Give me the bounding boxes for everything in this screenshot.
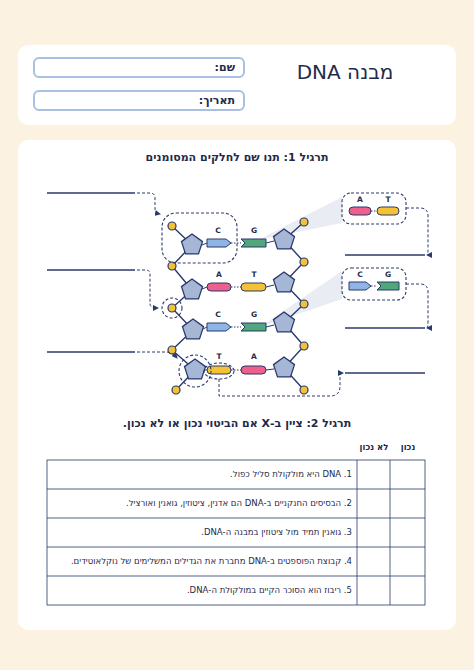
base-letter: A xyxy=(247,352,261,363)
hydrogen-bond xyxy=(231,211,377,370)
base-letter: G xyxy=(381,270,395,281)
text-run: A xyxy=(216,271,222,280)
deoxyribose-sugar xyxy=(182,229,295,379)
base-link xyxy=(202,241,274,370)
answer-line xyxy=(47,193,425,373)
text-run: G xyxy=(251,311,257,320)
base-letter: T xyxy=(212,352,226,363)
base-letter: C xyxy=(211,310,225,321)
text-run: G xyxy=(385,271,391,280)
text-run: 4. קבוצת הפוספטים ב-DNA מחברת את הגדילים… xyxy=(71,557,352,567)
exercise-heading: תרגיל 2: ציין ב-X אם הביטוי נכון או לא נ… xyxy=(47,416,427,432)
leader-arrow xyxy=(137,193,428,396)
base-letter: G xyxy=(247,310,261,321)
base-letter: G xyxy=(247,226,261,237)
text-run: 2. הבסיסים החנקניים ב-DNA הם אדנין, ציטו… xyxy=(126,499,352,509)
statement-text: 4. קבוצת הפוספטים ב-DNA מחברת את הגדילים… xyxy=(52,547,352,576)
column-header: נכון xyxy=(392,441,424,455)
exercise-card xyxy=(18,140,456,630)
statement-text: 5. ריבוז הוא הסוכר הקיים במולקולת ה-DNA. xyxy=(52,576,352,605)
text-run: A xyxy=(357,196,363,205)
base-letter: A xyxy=(212,270,226,281)
text-run: 5. ריבוז הוא הסוכר הקיים במולקולת ה-DNA. xyxy=(187,586,352,596)
statement-text: 2. הבסיסים החנקניים ב-DNA הם אדנין, ציטו… xyxy=(52,489,352,518)
text-run: תרגיל 2: ציין ב-X אם הביטוי נכון או לא נ… xyxy=(123,418,352,431)
input-field: שם: xyxy=(33,57,245,78)
base-letter: C xyxy=(211,226,225,237)
text-run: C xyxy=(215,311,221,320)
text-run: T xyxy=(385,196,390,205)
text-run: C xyxy=(357,271,363,280)
base-letter: C xyxy=(353,270,367,281)
statement-text: 3. גואנין תמיד מול ציטוזין במבנה ה-DNA. xyxy=(52,518,352,547)
page-title: מבנה DNA xyxy=(280,60,410,84)
text-run: C xyxy=(215,227,221,236)
text-run: לא נכון xyxy=(360,443,389,453)
base-letter: T xyxy=(381,195,395,206)
sugar-phosphate-backbone xyxy=(172,222,304,390)
text-run: 1. DNA היא מולקולת סליל כפול. xyxy=(230,470,352,480)
answer-table xyxy=(47,460,425,605)
highlight-outline xyxy=(162,193,406,387)
exercise-heading: תרגיל 1: תנו שם לחלקים המסומנים xyxy=(60,150,414,166)
nitrogen-base xyxy=(207,207,399,374)
statement-text: 1. DNA היא מולקולת סליל כפול. xyxy=(52,460,352,489)
text-run: תרגיל 1: תנו שם לחלקים המסומנים xyxy=(146,152,329,165)
zoom-beam xyxy=(260,271,342,327)
text-run: T xyxy=(251,271,256,280)
text-run: 3. גואנין תמיד מול ציטוזין במבנה ה-DNA. xyxy=(201,528,352,538)
input-field: תאריך: xyxy=(33,90,245,111)
text-run: T xyxy=(216,353,221,362)
field-label: תאריך: xyxy=(199,94,235,107)
base-letter: A xyxy=(353,195,367,206)
text-run: G xyxy=(251,227,257,236)
column-header: לא נכון xyxy=(356,441,392,455)
base-letter: T xyxy=(247,270,261,281)
text-run: A xyxy=(251,353,257,362)
zoom-beam xyxy=(258,197,342,240)
phosphate-group xyxy=(168,218,308,394)
text-run: נכון xyxy=(401,443,416,453)
header-card xyxy=(18,45,456,125)
field-label: שם: xyxy=(215,61,235,74)
